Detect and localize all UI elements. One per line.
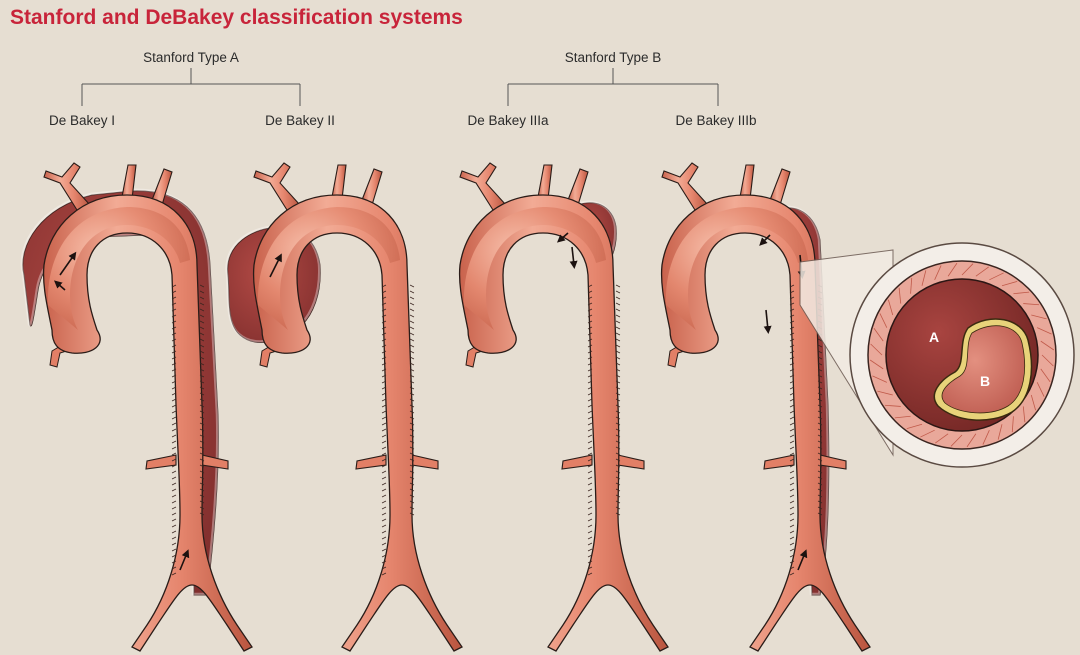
wall-fiber [910, 277, 913, 294]
wall-fiber [950, 434, 963, 447]
wall-fiber [997, 424, 1003, 440]
arch-branch [537, 164, 553, 200]
wall-fiber [966, 433, 977, 448]
wall-fiber [1040, 368, 1051, 382]
aorta-debakey-iiib [660, 162, 871, 652]
wall-fiber [872, 375, 887, 383]
wall-fiber [975, 266, 989, 277]
renal-branch [561, 454, 593, 470]
stanford-type-b-label: Stanford Type B [565, 50, 662, 65]
arch-branch [459, 162, 507, 211]
blood-flow-arrow [556, 232, 569, 243]
wall-fiber [1023, 303, 1040, 306]
aorta-debakey-ii [225, 162, 463, 652]
blood-flow-arrow [59, 251, 77, 276]
stanford-type-b-bracket [507, 68, 719, 106]
wall-fiber [888, 299, 894, 316]
wall-fiber [1013, 291, 1030, 295]
blood-flow-arrow [759, 234, 771, 246]
arch-branch [661, 162, 709, 211]
blood-flow-arrow [179, 549, 190, 571]
blood-flow-arrow [53, 280, 66, 291]
wall-fiber [1037, 327, 1052, 335]
page-title: Stanford and DeBakey classification syst… [10, 6, 463, 29]
arch-branch [331, 164, 347, 200]
arch-highlight [463, 207, 606, 330]
renal-branch [763, 454, 795, 470]
wall-fiber [961, 263, 974, 276]
renal-branch [617, 454, 645, 470]
aorta-body [42, 194, 253, 652]
wall-fiber [935, 433, 949, 444]
wall-fiber [873, 328, 884, 342]
wall-fiber [884, 404, 901, 407]
wall-fiber [869, 359, 884, 370]
aorta-body [252, 194, 463, 652]
aorta-body [458, 194, 669, 652]
wall-fiber [898, 287, 902, 304]
wall-fibers [869, 262, 1055, 448]
arch-branch [43, 162, 91, 211]
renal-branch [145, 454, 177, 470]
arch-branch [739, 164, 755, 200]
wall-fiber [1040, 340, 1055, 351]
wall-fiber [906, 423, 923, 429]
arch-branch [253, 162, 301, 211]
wall-fiber [1001, 281, 1018, 287]
lumen-a-label: A [929, 329, 939, 345]
lumen-b [941, 325, 1025, 414]
stanford-type-a-bracket [81, 68, 301, 106]
cross-section-inset: A B [799, 242, 1075, 468]
wall-fiber [879, 313, 888, 328]
arch-highlight [257, 207, 400, 330]
renal-branch [411, 454, 439, 470]
wall-fiber [989, 272, 1004, 281]
wall-fiber [934, 265, 942, 280]
wall-fiber [877, 390, 893, 396]
wall-fiber [920, 429, 935, 438]
aorta-body [660, 194, 871, 652]
arch-highlight [47, 207, 191, 330]
debakey-i-label: De Bakey I [49, 113, 115, 128]
blood-flow-arrow [269, 253, 282, 278]
debakey-ii-label: De Bakey II [265, 113, 335, 128]
arch-highlight [665, 207, 808, 330]
wall-fiber [1030, 394, 1036, 411]
wall-fiber [870, 343, 883, 356]
stanford-type-a-label: Stanford Type A [143, 50, 239, 65]
debakey-iiib-label: De Bakey IIIb [675, 113, 756, 128]
wall-fiber [921, 270, 927, 286]
lumen-b-label: B [980, 373, 990, 389]
wall-fiber [1031, 314, 1047, 320]
wall-fiber [1011, 416, 1014, 433]
blood-flow-arrow [763, 309, 772, 334]
wall-fiber [1022, 406, 1026, 423]
blood-flow-arrow [569, 246, 578, 269]
renal-branch [355, 454, 387, 470]
aorta-debakey-i [20, 162, 253, 652]
wall-fiber [1041, 354, 1054, 367]
wall-fiber [947, 262, 958, 277]
aorta-debakey-iiia [458, 162, 669, 652]
debakey-iiia-label: De Bakey IIIa [467, 113, 549, 128]
wall-fiber [982, 430, 990, 445]
blood-flow-arrow [797, 549, 808, 571]
wall-fiber [1036, 382, 1045, 397]
wall-fiber [894, 415, 911, 419]
